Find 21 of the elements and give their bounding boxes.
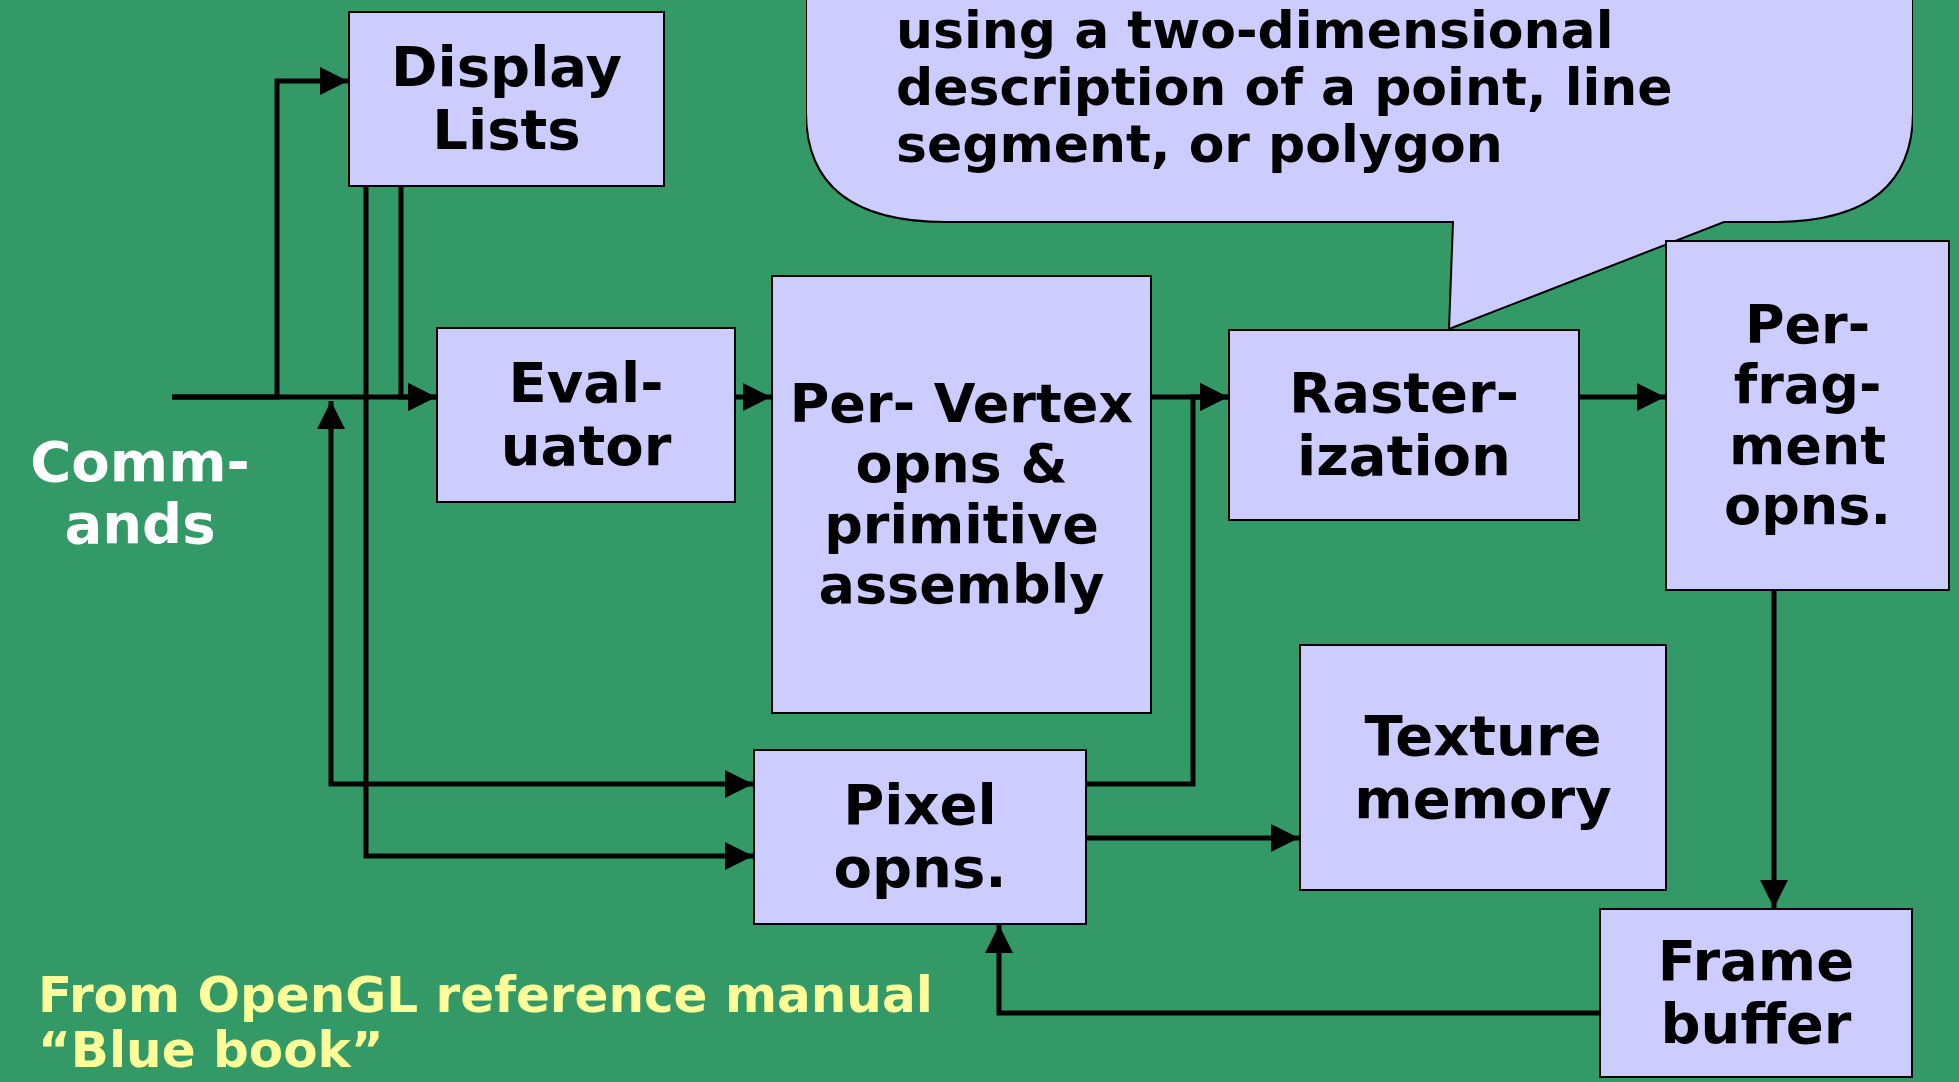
process-box: Per- Vertex opns & primitive assembly [771, 275, 1152, 714]
arrow [1087, 824, 1299, 852]
arrow [1087, 383, 1228, 787]
callout-text: using a two-dimensional description of a point, line segment, or polygon [896, 0, 1673, 175]
process-box: Display Lists [348, 11, 665, 187]
arrow [363, 187, 753, 870]
arrow [398, 187, 436, 411]
process-box: Per- frag- ment opns. [1665, 240, 1950, 591]
arrow [1760, 591, 1788, 908]
process-box: Frame buffer [1599, 908, 1913, 1078]
process-box: Raster- ization [1228, 329, 1580, 521]
arrow [985, 925, 1599, 1016]
process-box: Pixel opns. [753, 749, 1087, 925]
arrow [1580, 383, 1665, 411]
arrow [172, 67, 348, 400]
source-note: From OpenGL reference manual “Blue book” [38, 966, 933, 1079]
arrow [736, 383, 771, 411]
arrow [317, 401, 753, 798]
process-box: Texture memory [1299, 644, 1667, 891]
process-box: Eval- uator [436, 327, 736, 503]
input-label: Comm- ands [29, 430, 251, 556]
